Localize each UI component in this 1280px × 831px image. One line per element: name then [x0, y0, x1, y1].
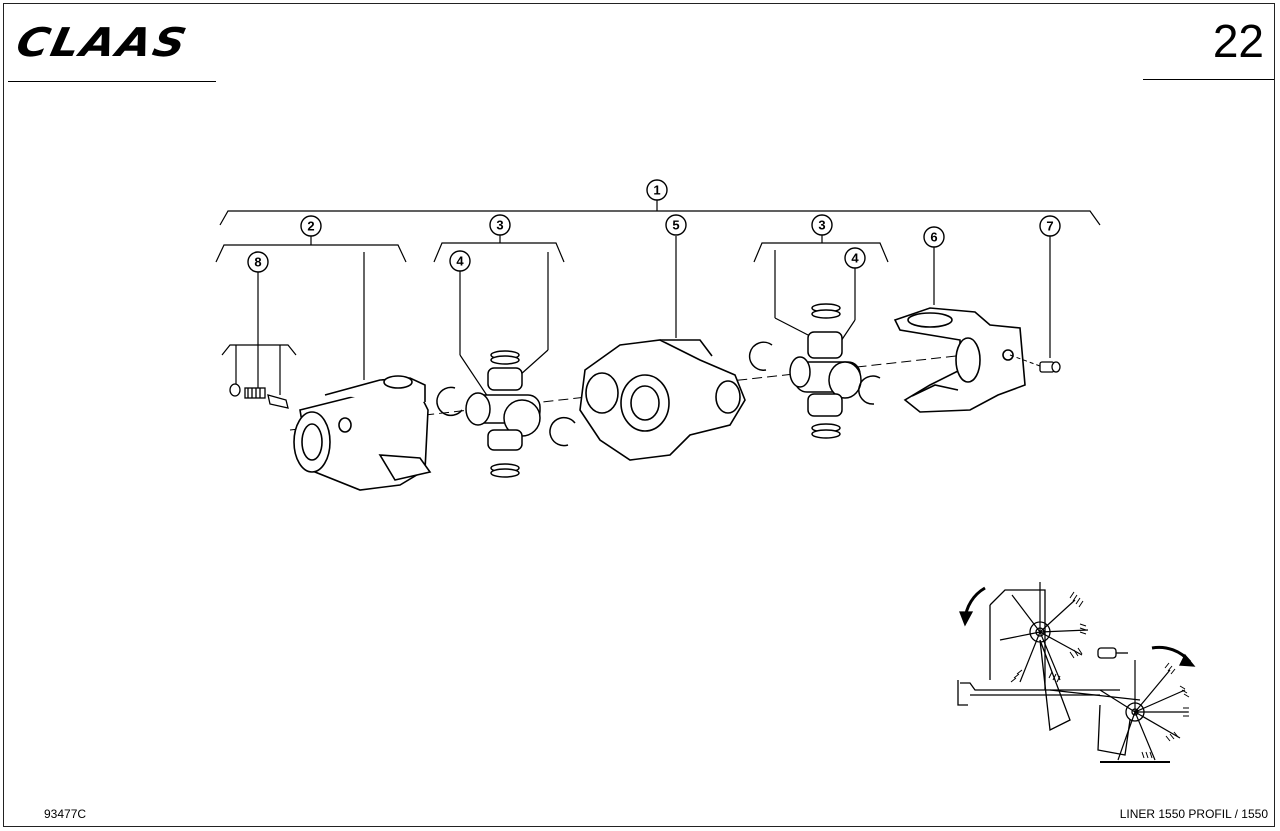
- rotation-arrow-left-head: [959, 611, 974, 627]
- frame-link: [1039, 639, 1071, 731]
- callout-circle-6: [923, 226, 945, 248]
- model-designation: LINER 1550 PROFIL / 1550: [1119, 807, 1268, 821]
- callout-circle-4a: [449, 250, 471, 272]
- callout-label-3b: 3: [818, 218, 825, 233]
- callout-circle-1: [646, 179, 668, 201]
- callout-label-7: 7: [1046, 219, 1053, 234]
- header-rule-left: [8, 81, 216, 82]
- callout-circle-5: [665, 214, 687, 236]
- universal-cross-right: [789, 303, 862, 439]
- circlip-left-2: [549, 416, 576, 447]
- grease-nipple: [1039, 361, 1061, 373]
- callout-label-3a: 3: [496, 218, 503, 233]
- callout-circle-3a: [489, 214, 511, 236]
- frame-arm: [1049, 689, 1141, 701]
- grease-spring: [244, 387, 266, 399]
- machine-overview-thumbnail: [957, 586, 1196, 763]
- callout-label-1: 1: [653, 183, 660, 198]
- page-number: 22: [1212, 15, 1264, 67]
- callout-circle-4b: [844, 247, 866, 269]
- rotation-arrow-right-head: [1178, 653, 1196, 667]
- callout-label-6: 6: [930, 230, 937, 245]
- grease-plunger: [267, 394, 289, 409]
- callout-circle-7: [1039, 215, 1061, 237]
- page-frame: [3, 3, 1275, 827]
- frame-hitch: [957, 680, 968, 706]
- callout-label-5: 5: [672, 218, 679, 233]
- cylinder-body: [1097, 647, 1117, 659]
- frame-drawbar: [960, 682, 1120, 691]
- circlip-right-1: [748, 341, 773, 371]
- brace-grease-fitting: [221, 344, 297, 356]
- brace-cross-left: [433, 242, 565, 263]
- brace-yoke: [215, 244, 407, 263]
- circlip-left-1: [436, 386, 463, 417]
- callout-circle-8: [247, 251, 269, 273]
- leader-3b-tail: [774, 317, 809, 336]
- callout-label-8: 8: [254, 255, 261, 270]
- rotor-tines: [999, 582, 1188, 761]
- circlip-right-2: [858, 375, 881, 405]
- grease-nipple-cap: [229, 383, 241, 397]
- rotor-tine-teeth: [1010, 591, 1190, 759]
- drawing-number: 93477C: [44, 807, 87, 821]
- brace-assembly: [219, 210, 1101, 226]
- callout-label-2: 2: [307, 219, 314, 234]
- leader-3a-tail: [519, 349, 549, 376]
- callout-circle-3b: [811, 214, 833, 236]
- callout-label-4a: 4: [456, 254, 464, 269]
- double-joint-housing: [579, 339, 746, 461]
- brace-cross-right: [753, 242, 889, 263]
- callout-label-4b: 4: [851, 251, 859, 266]
- leader-4a-tail: [459, 354, 491, 401]
- sliding-yoke: [293, 375, 432, 491]
- grease-nipple-axis: [1009, 354, 1041, 367]
- header-rule-right: [1143, 79, 1274, 80]
- tractor-yoke: [893, 307, 1026, 413]
- callout-circle-2: [300, 215, 322, 237]
- rotor-2-guard: [1097, 704, 1131, 756]
- universal-cross-left: [465, 350, 541, 478]
- spring-coils: [247, 388, 261, 398]
